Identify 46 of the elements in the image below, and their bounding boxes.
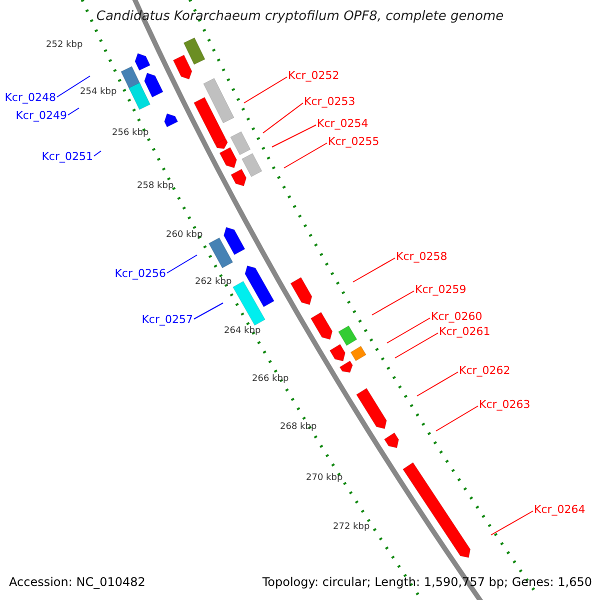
gene-label: Kcr_0256 xyxy=(114,268,166,278)
leader-line xyxy=(272,124,316,148)
scale-label: 258 kbp xyxy=(137,182,174,191)
scale-label: 252 kbp xyxy=(46,41,83,50)
gene-label: Kcr_0264 xyxy=(534,504,586,514)
gene-label: Kcr_0249 xyxy=(16,110,67,120)
gene-label: Kcr_0254 xyxy=(317,118,368,128)
leader-line xyxy=(490,510,534,536)
gene-label: Kcr_0261 xyxy=(439,326,490,336)
scale-label: 264 kbp xyxy=(224,327,261,336)
scale-label: 260 kbp xyxy=(166,231,203,240)
leader-line xyxy=(284,142,328,168)
diagram-title: Candidatus Korarchaeum cryptofilum OPF8, complete genome xyxy=(95,10,505,23)
gene-label: Kcr_0262 xyxy=(459,364,510,376)
gene-label: Kcr_0252 xyxy=(288,70,340,80)
gene-label: Kcr_0260 xyxy=(431,310,482,322)
leader-line xyxy=(244,76,288,104)
scale-label: 270 kbp xyxy=(306,474,343,483)
scale-label: 262 kbp xyxy=(195,278,232,287)
scale-label: 272 kbp xyxy=(333,523,370,532)
leader-line xyxy=(166,254,198,274)
leader-line xyxy=(68,108,80,116)
leader-line xyxy=(386,318,430,344)
leader-line xyxy=(436,406,478,432)
leader-line xyxy=(194,302,224,320)
scale-label: 256 kbp xyxy=(112,129,149,138)
gene-label: Kcr_0257 xyxy=(142,314,193,324)
gene-label: Kcr_0263 xyxy=(479,398,530,410)
leader-line xyxy=(94,150,102,156)
gene-label: Kcr_0253 xyxy=(304,96,356,106)
leader-line xyxy=(352,258,396,282)
gene-label: Kcr_0248 xyxy=(4,92,56,102)
genome-info-text: Topology: circular; Length: 1,590,757 bp; Genes: 1,650 xyxy=(262,576,592,588)
scale-label: 268 kbp xyxy=(280,423,317,432)
gene-label: Kcr_0259 xyxy=(415,284,466,294)
gene-label: Kcr_0258 xyxy=(396,250,448,262)
leader-line xyxy=(394,332,438,358)
accession-text: Accession: NC_010482 xyxy=(9,576,146,588)
leader-line xyxy=(372,290,414,316)
leader-line xyxy=(416,372,458,396)
leader-line xyxy=(56,76,90,98)
scale-label: 266 kbp xyxy=(252,375,289,384)
gene-label: Kcr_0255 xyxy=(328,136,380,146)
scale-label: 254 kbp xyxy=(80,88,117,97)
gene-label: Kcr_0251 xyxy=(42,150,93,162)
leader-line xyxy=(262,102,304,134)
